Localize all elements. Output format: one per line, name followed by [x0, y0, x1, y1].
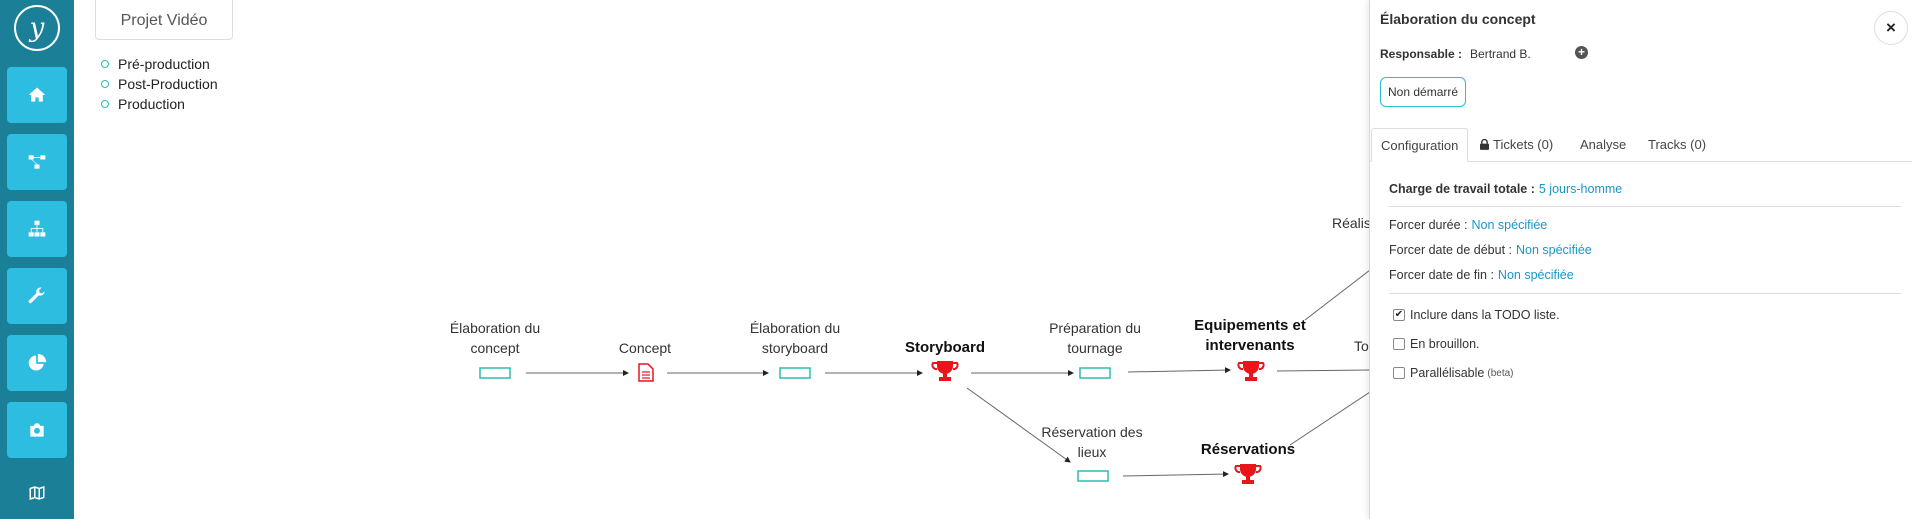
- phase-item[interactable]: Production: [101, 94, 218, 114]
- node-label-elaboration-concept[interactable]: Élaboration du concept: [449, 320, 541, 356]
- tab-analyse[interactable]: Analyse: [1580, 137, 1627, 152]
- node-label-elaboration-storyboard[interactable]: Élaboration du storyboard: [749, 320, 841, 356]
- pie-chart-icon: [28, 353, 47, 371]
- charge-value-link[interactable]: 5 jours-homme: [1538, 182, 1623, 196]
- map-icon: [29, 485, 45, 501]
- close-button[interactable]: ×: [1874, 11, 1908, 45]
- node-label-equipements[interactable]: Equipements et intervenants: [1194, 317, 1306, 354]
- node-label-preparation-tournage[interactable]: Préparation du tournage: [1049, 320, 1141, 356]
- debut-value-link[interactable]: Non spécifiée: [1516, 243, 1592, 257]
- bullet-icon: [101, 60, 109, 68]
- workflow-icon: [28, 155, 46, 169]
- node-label-storyboard[interactable]: Storyboard: [904, 339, 985, 356]
- nav-analytics-button[interactable]: [7, 335, 67, 391]
- hierarchy-icon: [28, 220, 46, 237]
- nav-home-button[interactable]: [7, 67, 67, 123]
- charge-label: Charge de travail totale :: [1389, 182, 1535, 196]
- nav-media-button[interactable]: [7, 402, 67, 458]
- responsable-value[interactable]: Bertrand B.: [1470, 47, 1531, 61]
- document-icon[interactable]: [638, 363, 654, 382]
- phase-item[interactable]: Pré-production: [101, 54, 218, 74]
- add-responsable-icon[interactable]: +: [1575, 46, 1588, 59]
- trophy-icon[interactable]: [1237, 361, 1265, 381]
- bullet-icon: [101, 80, 109, 88]
- responsable-row: Responsable : Bertrand B.: [1380, 47, 1531, 61]
- bullet-icon: [101, 100, 109, 108]
- wrench-icon: [28, 287, 45, 304]
- charge-row: Charge de travail totale :5 jours-homme: [1389, 182, 1622, 196]
- node-label-concept[interactable]: Concept: [618, 340, 672, 356]
- app-logo[interactable]: y: [14, 5, 60, 51]
- lock-icon: [1480, 139, 1489, 150]
- panel-title: Élaboration du concept: [1380, 11, 1536, 27]
- divider: [1389, 293, 1901, 294]
- task-node-elaboration-concept[interactable]: [479, 367, 511, 379]
- nav-map-button[interactable]: [7, 473, 67, 513]
- tab-configuration[interactable]: Configuration: [1371, 128, 1469, 162]
- nav-workflow-button[interactable]: [7, 134, 67, 190]
- todo-checkbox[interactable]: ✔: [1393, 309, 1405, 321]
- task-node-reservation-lieux[interactable]: [1077, 470, 1109, 482]
- duree-row: Forcer durée :Non spécifiée: [1389, 218, 1547, 232]
- diagram-canvas: [479, 269, 1370, 484]
- panel-tabs: Configuration Tickets (0) Analyse Tracks…: [1370, 128, 1912, 162]
- trophy-icon[interactable]: [1234, 464, 1262, 484]
- debut-label: Forcer date de début :: [1389, 243, 1512, 257]
- brouillon-checkbox[interactable]: [1393, 338, 1405, 350]
- node-label-reservations[interactable]: Réservations: [1200, 441, 1296, 458]
- node-label-to-partial[interactable]: To: [1354, 338, 1369, 354]
- home-icon: [28, 87, 46, 102]
- tab-tracks[interactable]: Tracks (0): [1648, 137, 1707, 152]
- connector: [1127, 367, 1231, 374]
- project-title[interactable]: Projet Vidéo: [95, 0, 233, 40]
- debut-row: Forcer date de début : Non spécifiée: [1389, 243, 1592, 257]
- status-button[interactable]: Non démarré: [1380, 77, 1467, 107]
- option-todo[interactable]: ✔Inclure dans la TODO liste.: [1393, 308, 1560, 322]
- duree-label: Forcer durée :: [1389, 218, 1468, 232]
- task-detail-panel: Élaboration du concept × Responsable : Be…: [1369, 0, 1912, 519]
- divider: [1389, 206, 1901, 207]
- sidebar: y: [0, 0, 74, 519]
- fin-row: Forcer date de fin :Non spécifiée: [1389, 268, 1574, 282]
- trophy-icon[interactable]: [931, 361, 959, 381]
- workflow-diagram: Élaboration du concept Concept Élaborati…: [449, 215, 1371, 484]
- option-brouillon[interactable]: En brouillon.: [1393, 337, 1480, 351]
- option-parallelisable[interactable]: Parallélisable(beta): [1393, 366, 1513, 380]
- task-node-elaboration-storyboard[interactable]: [779, 367, 811, 379]
- fin-value-link[interactable]: Non spécifiée: [1497, 268, 1574, 282]
- node-label-realisation-partial[interactable]: Réalis: [1332, 215, 1371, 231]
- connector: [966, 387, 1071, 463]
- duree-value-link[interactable]: Non spécifiée: [1471, 218, 1548, 232]
- camera-icon: [30, 423, 44, 437]
- connector: [1122, 471, 1229, 478]
- connector: [1304, 269, 1370, 321]
- phase-item[interactable]: Post-Production: [101, 74, 218, 94]
- connector: [1276, 369, 1370, 372]
- task-node-preparation-tournage[interactable]: [1079, 367, 1111, 379]
- fin-label: Forcer date de fin :: [1389, 268, 1494, 282]
- nav-tools-button[interactable]: [7, 268, 67, 324]
- tab-tickets[interactable]: Tickets (0): [1480, 128, 1553, 162]
- parallelisable-checkbox[interactable]: [1393, 367, 1405, 379]
- connector: [1289, 391, 1370, 446]
- nav-hierarchy-button[interactable]: [7, 201, 67, 257]
- responsable-label: Responsable :: [1380, 47, 1463, 61]
- phase-list: Pré-production Post-Production Productio…: [101, 54, 218, 114]
- node-label-reservation-lieux[interactable]: Réservation des lieux: [1041, 424, 1143, 460]
